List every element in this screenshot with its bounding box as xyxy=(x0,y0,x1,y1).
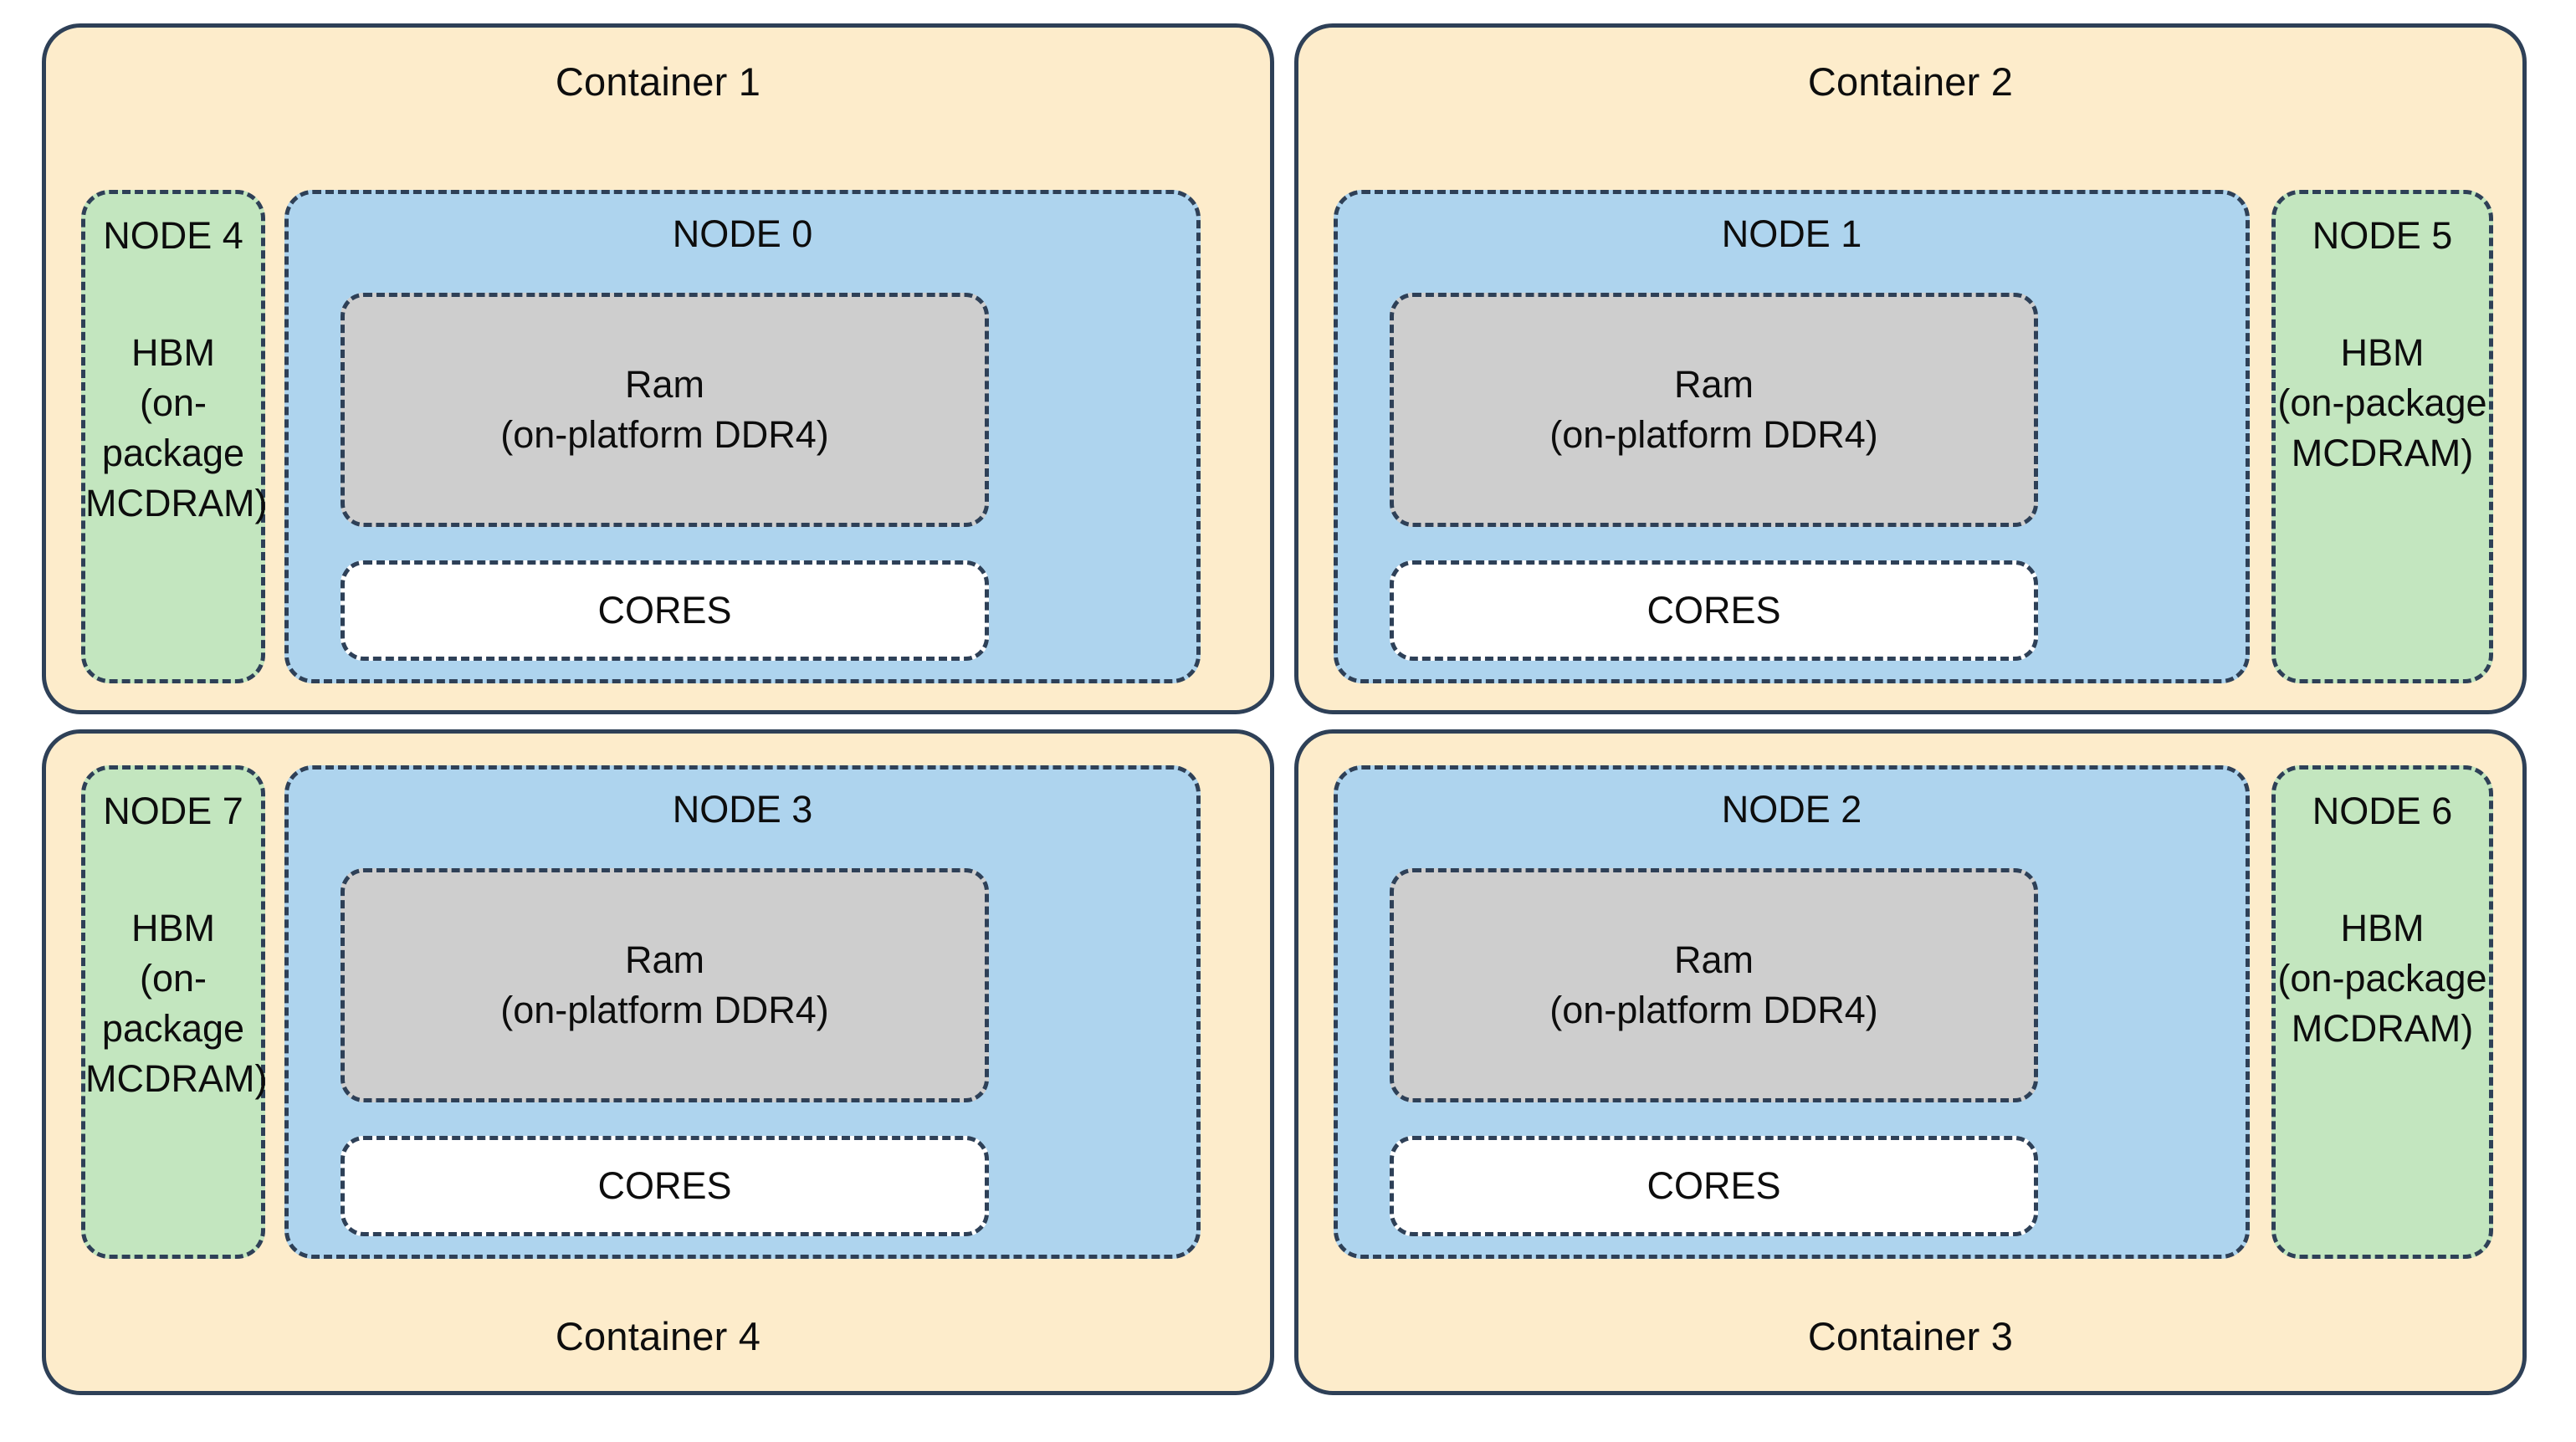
node-4-title: NODE 4 xyxy=(103,214,243,257)
node-5-body: HBM (on-package MCDRAM) xyxy=(2277,331,2487,474)
node-6-box: NODE 6 HBM (on-package MCDRAM) xyxy=(2271,765,2493,1259)
node-4-box: NODE 4 HBM (on-package MCDRAM) xyxy=(81,190,268,683)
node-0-cores-label: CORES xyxy=(597,589,732,632)
container-1-label: Container 1 xyxy=(555,59,761,104)
node-1-box: NODE 1 Ram (on-platform DDR4) CORES xyxy=(1334,190,2250,683)
node-1-title: NODE 1 xyxy=(1721,212,1862,255)
container-4: Container 4 NODE 7 HBM (on-package MCDRA… xyxy=(42,729,1274,1395)
node-2-cores-box: CORES xyxy=(1390,1136,2038,1236)
node-1-ram-label: Ram (on-platform DDR4) xyxy=(1549,363,1878,456)
container-3-label: Container 3 xyxy=(1807,1313,2014,1358)
node-6-title: NODE 6 xyxy=(2312,790,2453,832)
node-3-ram-box: Ram (on-platform DDR4) xyxy=(341,868,989,1102)
node-2-title: NODE 2 xyxy=(1721,788,1862,831)
node-1-cores-box: CORES xyxy=(1390,560,2038,661)
node-3-cores-label: CORES xyxy=(597,1164,732,1208)
node-2-box: NODE 2 Ram (on-platform DDR4) CORES xyxy=(1334,765,2250,1259)
container-1: Container 1 NODE 4 HBM (on-package MCDRA… xyxy=(42,23,1274,714)
node-6-body: HBM (on-package MCDRAM) xyxy=(2277,907,2487,1050)
node-5-title: NODE 5 xyxy=(2312,214,2453,257)
node-0-title: NODE 0 xyxy=(672,212,813,255)
container-2: Container 2 NODE 1 Ram (on-platform DDR4… xyxy=(1294,23,2527,714)
node-1-ram-box: Ram (on-platform DDR4) xyxy=(1390,293,2038,527)
node-3-box: NODE 3 Ram (on-platform DDR4) CORES xyxy=(284,765,1201,1259)
node-2-cores-label: CORES xyxy=(1646,1164,1781,1208)
node-2-ram-label: Ram (on-platform DDR4) xyxy=(1549,938,1878,1031)
node-2-ram-box: Ram (on-platform DDR4) xyxy=(1390,868,2038,1102)
node-1-cores-label: CORES xyxy=(1646,589,1781,632)
node-0-ram-label: Ram (on-platform DDR4) xyxy=(500,363,829,456)
node-0-ram-box: Ram (on-platform DDR4) xyxy=(341,293,989,527)
node-4-body: HBM (on-package MCDRAM) xyxy=(85,331,268,524)
node-0-cores-box: CORES xyxy=(341,560,989,661)
node-5-box: NODE 5 HBM (on-package MCDRAM) xyxy=(2271,190,2493,683)
node-7-box: NODE 7 HBM (on-package MCDRAM) xyxy=(81,765,268,1259)
node-0-box: NODE 0 Ram (on-platform DDR4) CORES xyxy=(284,190,1201,683)
container-4-label: Container 4 xyxy=(555,1313,761,1358)
node-7-body: HBM (on-package MCDRAM) xyxy=(85,907,268,1100)
container-3: Container 3 NODE 2 Ram (on-platform DDR4… xyxy=(1294,729,2527,1395)
node-7-title: NODE 7 xyxy=(103,790,243,832)
container-2-label: Container 2 xyxy=(1807,59,2014,104)
node-3-ram-label: Ram (on-platform DDR4) xyxy=(500,938,829,1031)
node-3-cores-box: CORES xyxy=(341,1136,989,1236)
node-3-title: NODE 3 xyxy=(672,788,813,831)
